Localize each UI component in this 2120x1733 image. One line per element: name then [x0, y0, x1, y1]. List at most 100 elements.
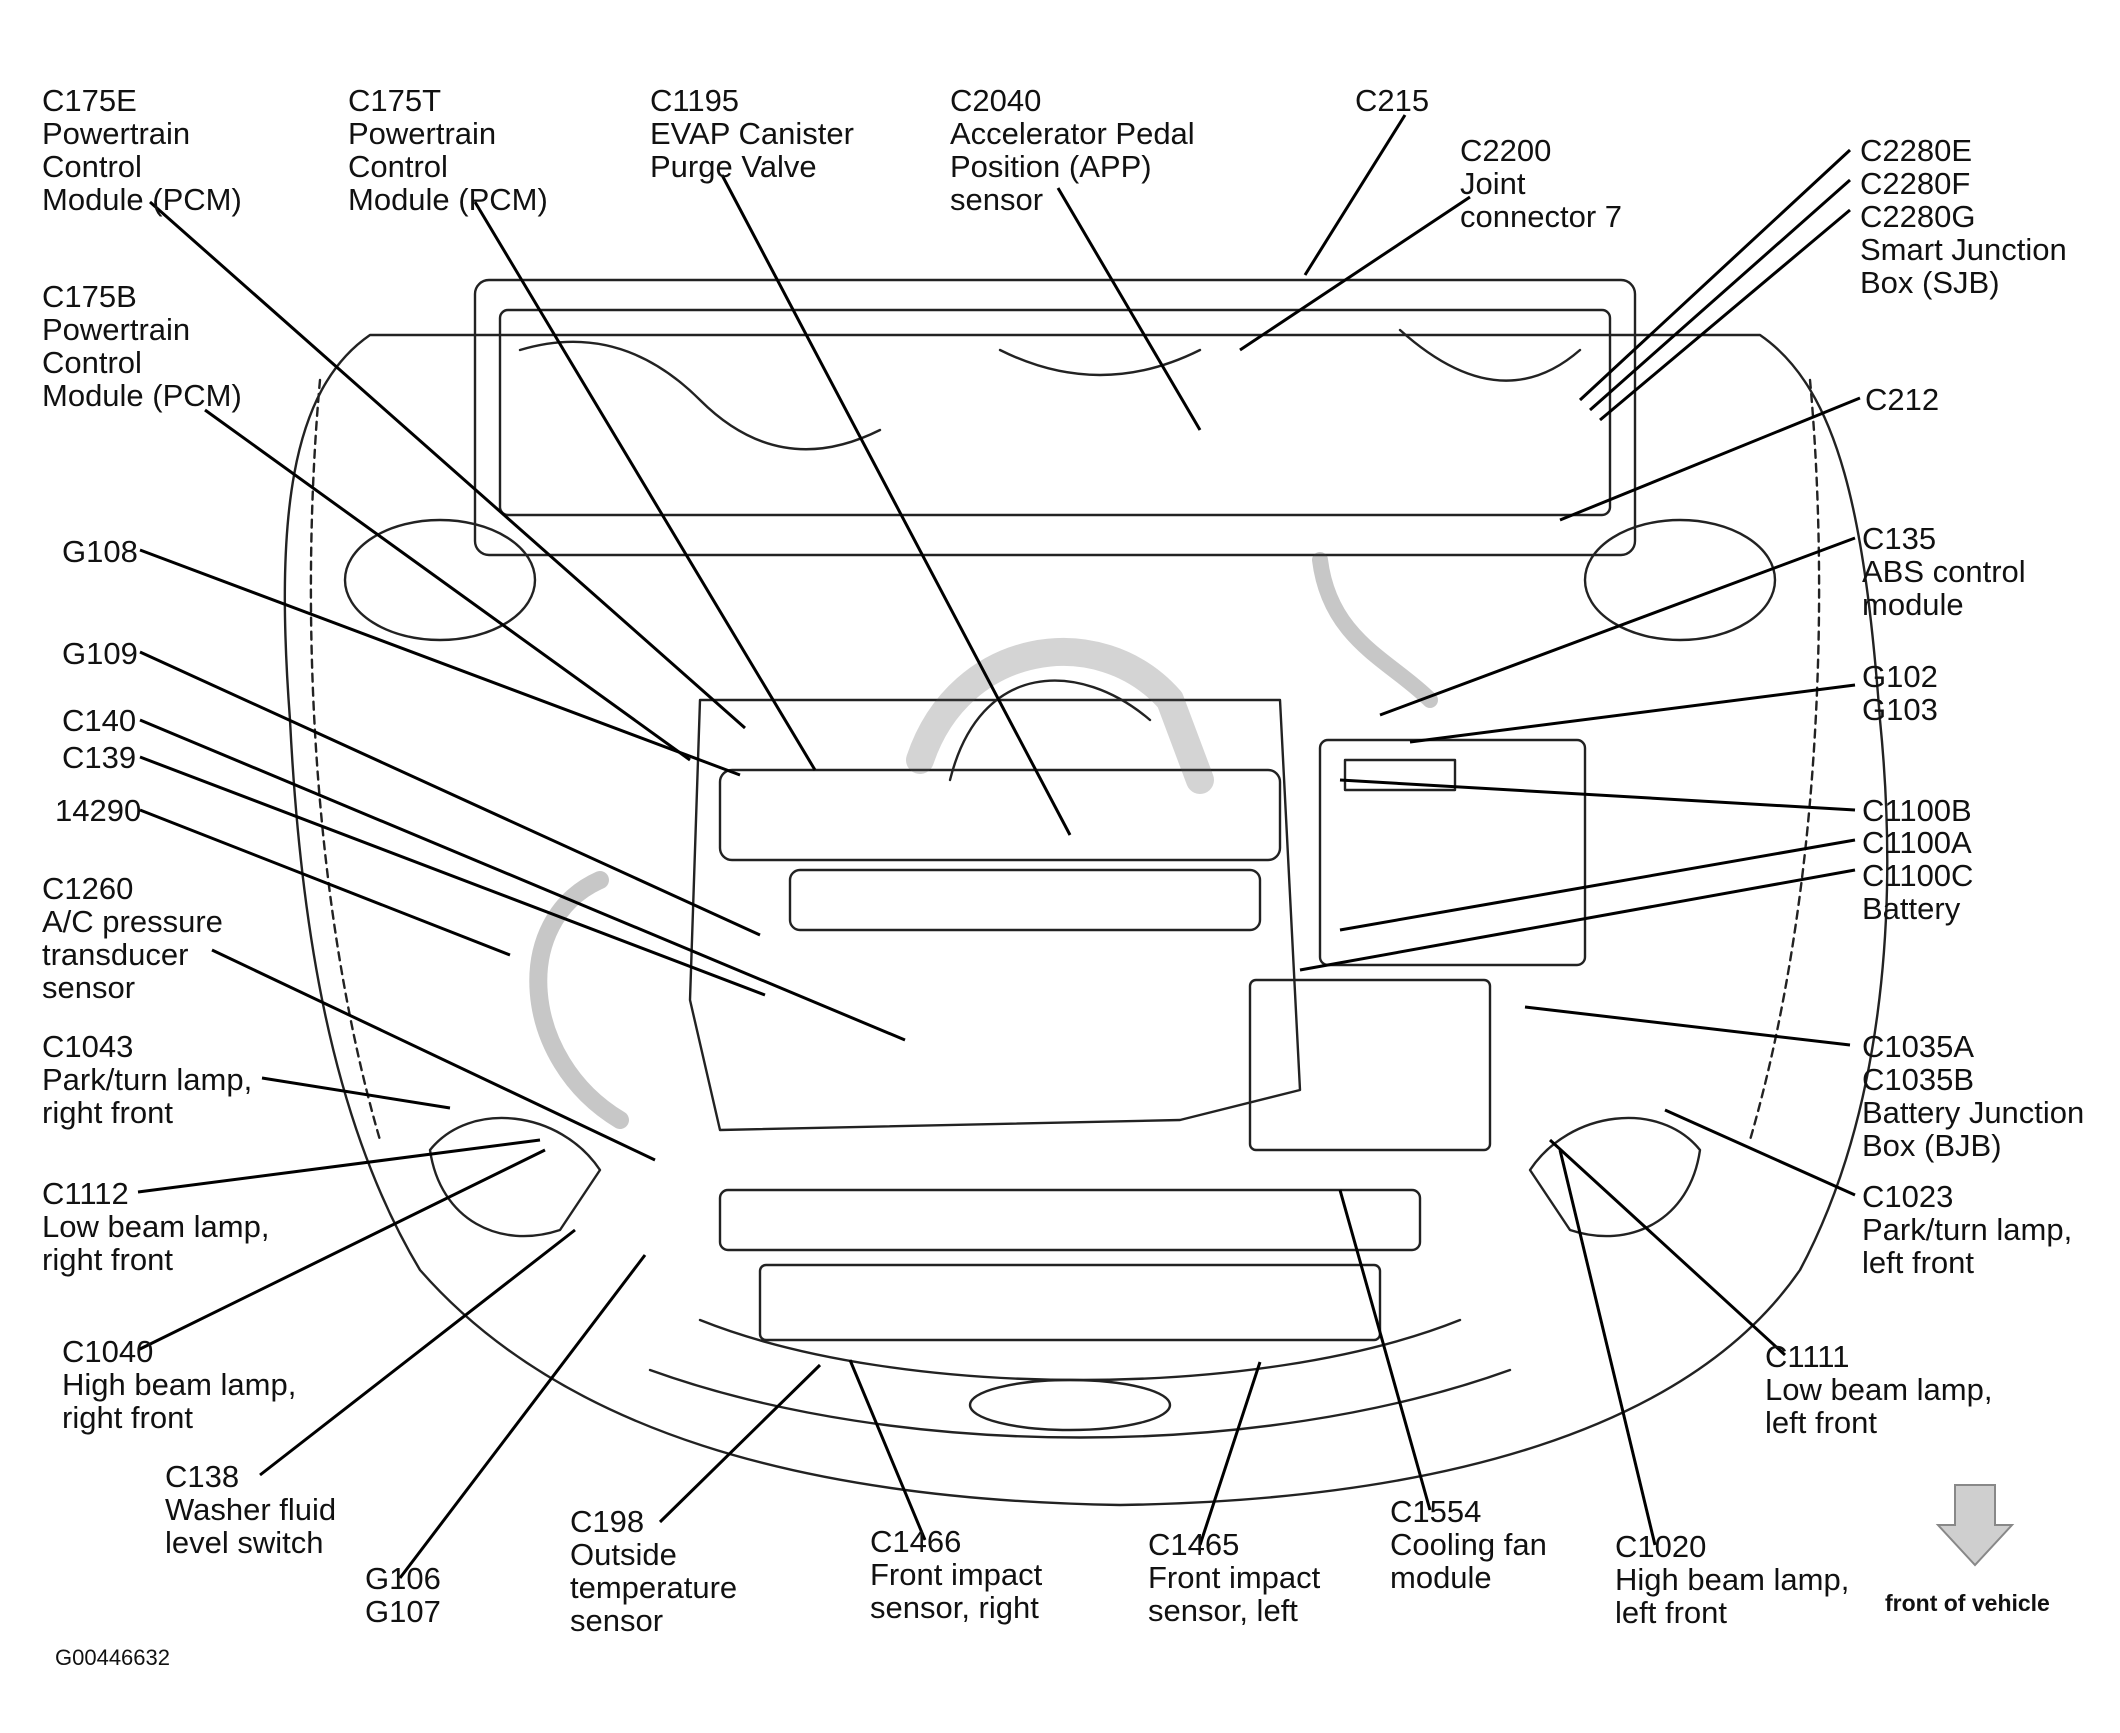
leader-c175b — [204, 408, 691, 762]
radiator-support — [718, 1188, 1422, 1252]
callout-code: C175E — [42, 83, 137, 118]
callout-code: C2280E — [1860, 133, 1973, 168]
callout-desc: Battery — [1862, 891, 1961, 926]
callout-c1466: C1466 Front impact sensor, right — [870, 1525, 1042, 1624]
leader-c1023 — [1664, 1108, 1856, 1197]
callout-c1260: C1260 A/C pressure transducer sensor — [42, 872, 223, 1004]
leader-c135 — [1379, 536, 1856, 717]
emblem — [968, 1378, 1172, 1432]
callout-code: C2200 — [1460, 133, 1552, 168]
callout-code: C1100A — [1862, 825, 1972, 860]
leader-lines — [137, 114, 1861, 1579]
callout-code: C1040 — [62, 1334, 154, 1369]
callout-code: 14290 — [55, 793, 142, 828]
leader-c1111 — [1548, 1138, 1787, 1357]
leader-g109 — [139, 650, 761, 937]
callout-code: G106 — [365, 1561, 441, 1596]
leader-c1465 — [1198, 1361, 1262, 1546]
valve-cover — [788, 868, 1262, 932]
callout-code: C1465 — [1148, 1527, 1240, 1562]
callout-desc: Powertrain — [42, 116, 191, 151]
front-of-vehicle-label: front of vehicle — [1885, 1590, 2050, 1616]
callout-c2200: C2200 Joint connector 7 — [1460, 134, 1622, 233]
callout-code: C135 — [1862, 521, 1937, 556]
hood-seam-right — [1748, 378, 1821, 1142]
callout-desc: module — [1862, 587, 1964, 622]
leader-c2040 — [1056, 187, 1202, 431]
leader-g108 — [139, 548, 741, 777]
leader-14290 — [139, 808, 511, 957]
callout-desc: Position (APP) — [950, 149, 1152, 184]
callout-g109: G109 — [62, 637, 138, 670]
leader-c140 — [139, 718, 906, 1042]
callout-code: G107 — [365, 1594, 441, 1629]
callout-c212: C212 — [1865, 383, 1939, 416]
leader-c2280e — [1578, 148, 1852, 402]
leader-c139 — [139, 755, 766, 997]
callout-desc: Module (PCM) — [42, 378, 242, 413]
left-strut-tower — [1583, 518, 1777, 642]
callout-desc: Purge Valve — [650, 149, 817, 184]
callout-c1111: C1111 Low beam lamp, left front — [1765, 1340, 1992, 1439]
leader-c2280f — [1589, 178, 1851, 412]
cowl-panel — [473, 278, 1637, 557]
radiator — [758, 1263, 1382, 1342]
callout-code: C1195 — [650, 83, 740, 118]
callout-c1020: C1020 High beam lamp, left front — [1615, 1530, 1849, 1629]
callout-desc: Park/turn lamp, — [1862, 1212, 2073, 1247]
callout-desc: Front impact — [1148, 1560, 1321, 1595]
callout-desc: sensor — [570, 1603, 664, 1638]
callout-desc: Module (PCM) — [348, 182, 548, 217]
callout-code: G109 — [62, 636, 138, 671]
callout-desc: temperature — [570, 1570, 738, 1605]
leader-c1040 — [137, 1148, 546, 1352]
callout-c140: C140 — [62, 704, 136, 737]
callout-desc: connector 7 — [1460, 199, 1622, 234]
callout-c135: C135 ABS control module — [1862, 522, 2026, 621]
callout-desc: Box (BJB) — [1862, 1128, 2002, 1163]
callout-desc: Module (PCM) — [42, 182, 242, 217]
callout-code: G103 — [1862, 692, 1938, 727]
callout-desc: Powertrain — [348, 116, 497, 151]
callout-code: C138 — [165, 1459, 240, 1494]
leader-c212 — [1559, 396, 1861, 522]
callout-desc: sensor — [950, 182, 1044, 217]
callout-desc: Battery Junction — [1862, 1095, 2085, 1130]
callout-c1043: C1043 Park/turn lamp, right front — [42, 1030, 252, 1129]
leader-c1100b — [1339, 778, 1856, 812]
callout-c1112: C1112 Low beam lamp, right front — [42, 1177, 269, 1276]
callout-c1035: C1035A C1035B Battery Junction Box (BJB) — [1862, 1030, 2084, 1162]
callout-desc: Control — [348, 149, 448, 184]
callout-desc: Low beam lamp, — [1765, 1372, 1993, 1407]
callout-desc: right front — [42, 1242, 173, 1277]
callout-code: G102 — [1862, 659, 1938, 694]
hood-seam-left — [309, 378, 382, 1142]
leader-c1260 — [211, 948, 656, 1162]
cowl-inner — [498, 308, 1612, 517]
leader-c198 — [658, 1363, 822, 1524]
callout-desc: module — [1390, 1560, 1492, 1595]
leader-c1020 — [1558, 1149, 1657, 1546]
callout-g108: G108 — [62, 535, 138, 568]
leader-c1043 — [261, 1076, 451, 1110]
callout-desc: sensor — [42, 970, 136, 1005]
callout-g102: G102 G103 — [1862, 660, 1938, 726]
callout-code: C175T — [348, 83, 442, 118]
leader-c1100c — [1299, 868, 1856, 972]
callout-c198: C198 Outside temperature sensor — [570, 1505, 737, 1637]
battery-terminals — [1343, 758, 1457, 792]
battery-junction-box — [1248, 978, 1492, 1152]
leader-c1100a — [1339, 838, 1856, 932]
left-headlamp — [1528, 1116, 1702, 1238]
leader-c1112 — [137, 1138, 541, 1194]
callout-c175t: C175T Powertrain Control Module (PCM) — [348, 84, 548, 216]
callout-code: C1035A — [1862, 1029, 1975, 1064]
engine-block-upper — [718, 768, 1282, 862]
callout-desc: sensor, left — [1148, 1593, 1298, 1628]
callout-code: C1043 — [42, 1029, 134, 1064]
callout-desc: left front — [1765, 1405, 1877, 1440]
callout-code: C1111 — [1765, 1339, 1850, 1374]
figure-id: G00446632 — [55, 1645, 170, 1670]
callout-g106: G106 G107 — [365, 1562, 441, 1628]
callout-code: C1100B — [1862, 793, 1972, 828]
